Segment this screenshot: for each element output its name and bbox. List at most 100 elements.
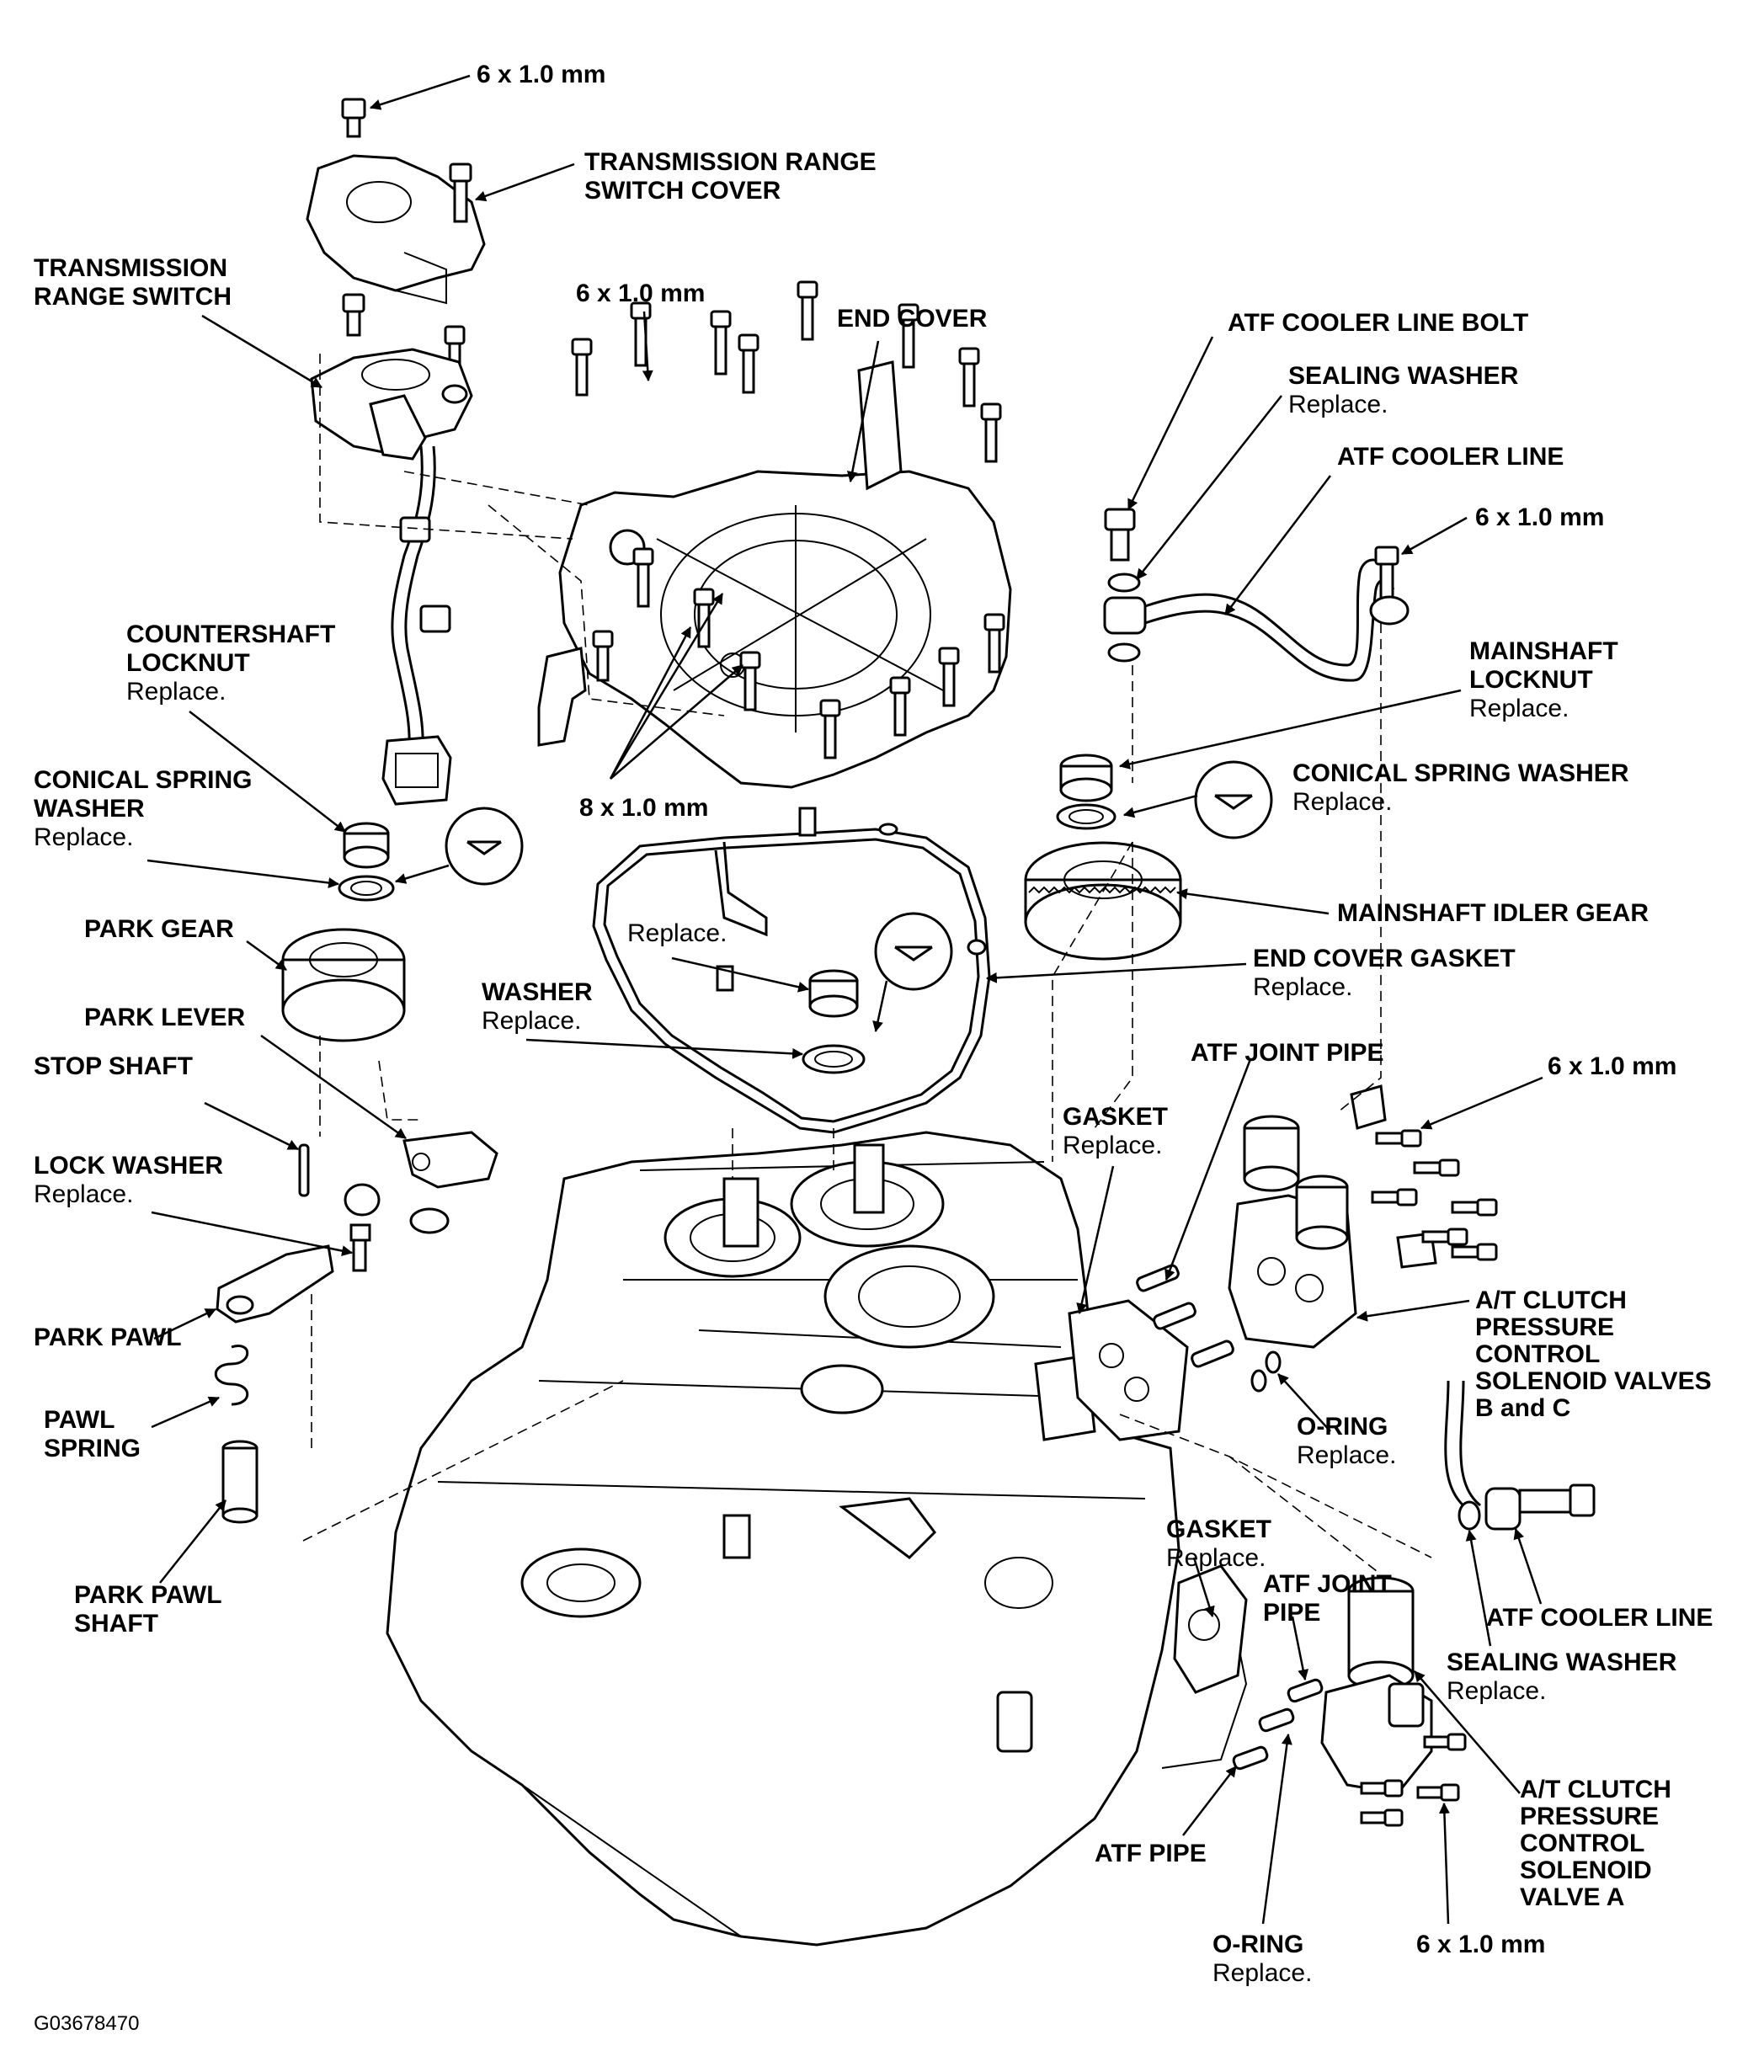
label-lock-washer-title: LOCK WASHER: [34, 1152, 223, 1180]
label-atf-pipe-title: ATF PIPE: [1095, 1840, 1207, 1867]
label-atf-cooler-line-bolt: ATF COOLER LINE BOLT: [1228, 309, 1528, 338]
label-end-cover-title: END COVER: [837, 305, 988, 333]
label-cooler-bolt: 6 x 1.0 mm: [1475, 503, 1604, 532]
label-trs-cover: TRANSMISSION RANGE SWITCH COVER: [584, 148, 877, 205]
label-atf-cooler-line-bottom-title: ATF COOLER LINE: [1486, 1604, 1713, 1632]
label-bolt-8x1: 8 x 1.0 mm: [579, 794, 708, 823]
label-park-pawl-shaft-title: PARK PAWL SHAFT: [74, 1581, 222, 1638]
label-atf-joint-pipe-bottom: ATF JOINT PIPE: [1263, 1570, 1392, 1627]
label-countershaft-locknut-title: COUNTERSHAFT LOCKNUT: [126, 621, 336, 677]
label-sealing-washer-bottom: SEALING WASHER Replace.: [1447, 1649, 1676, 1706]
label-park-lever-title: PARK LEVER: [84, 1004, 246, 1031]
label-o-ring-top-note: Replace.: [1297, 1441, 1397, 1469]
label-center-replace: Replace.: [627, 919, 727, 948]
label-o-ring-top: O-RING Replace.: [1297, 1413, 1396, 1470]
label-solenoid-bolt-top-title: 6 x 1.0 mm: [1548, 1052, 1677, 1080]
label-gasket-top: GASKET Replace.: [1063, 1103, 1168, 1160]
label-mainshaft-idler-gear-title: MAINSHAFT IDLER GEAR: [1337, 899, 1649, 927]
label-stop-shaft: STOP SHAFT: [34, 1052, 193, 1081]
alignment-lines: [302, 354, 1432, 1575]
atf-cooler-line-top: [1103, 508, 1410, 682]
label-atf-cooler-line-bolt-title: ATF COOLER LINE BOLT: [1228, 309, 1529, 337]
label-mainshaft-locknut: MAINSHAFT LOCKNUT Replace.: [1469, 637, 1618, 723]
label-sealing-washer-top-title: SEALING WASHER: [1288, 362, 1519, 390]
label-solenoid-bc-title: A/T CLUTCH PRESSURE CONTROL SOLENOID VAL…: [1475, 1286, 1712, 1422]
label-trs-cover-title: TRANSMISSION RANGE SWITCH COVER: [584, 148, 877, 205]
label-lock-washer: LOCK WASHER Replace.: [34, 1152, 223, 1209]
atf-cooler-line-bottom: [1444, 1380, 1596, 1531]
label-gasket-bottom-title: GASKET: [1166, 1515, 1272, 1543]
label-o-ring-top-title: O-RING: [1297, 1413, 1388, 1441]
label-washer-note: Replace.: [482, 1007, 582, 1035]
label-trs-title: TRANSMISSION RANGE SWITCH: [34, 254, 232, 311]
label-sealing-washer-bottom-note: Replace.: [1447, 1677, 1547, 1705]
solenoid-bc-bolts: [1371, 1129, 1498, 1261]
label-atf-cooler-line-bottom: ATF COOLER LINE: [1486, 1604, 1713, 1633]
label-conical-washer-left: CONICAL SPRING WASHER Replace.: [34, 766, 252, 852]
label-conical-washer-left-title: CONICAL SPRING WASHER: [34, 766, 253, 823]
label-park-gear: PARK GEAR: [84, 915, 234, 944]
label-park-pawl-title: PARK PAWL: [34, 1324, 182, 1351]
label-atf-pipe: ATF PIPE: [1095, 1840, 1207, 1868]
trs-assembly: [310, 348, 473, 806]
label-park-pawl-shaft: PARK PAWL SHAFT: [74, 1581, 222, 1638]
label-countershaft-locknut: COUNTERSHAFT LOCKNUT Replace.: [126, 621, 335, 706]
label-atf-cooler-line-top: ATF COOLER LINE: [1337, 443, 1564, 471]
label-park-gear-title: PARK GEAR: [84, 915, 234, 943]
label-cooler-bolt-title: 6 x 1.0 mm: [1475, 503, 1605, 531]
label-gasket-bottom-note: Replace.: [1166, 1544, 1266, 1572]
label-washer-title: WASHER: [482, 978, 593, 1006]
label-end-cover-bolt-title: 6 x 1.0 mm: [576, 280, 706, 307]
countershaft-parts: [281, 807, 524, 1042]
park-mechanism: [214, 1131, 498, 1524]
label-solenoid-bolt-bottom-title: 6 x 1.0 mm: [1416, 1931, 1546, 1958]
label-trs: TRANSMISSION RANGE SWITCH: [34, 254, 232, 312]
label-pawl-spring: PAWL SPRING: [44, 1406, 141, 1463]
label-mainshaft-idler-gear: MAINSHAFT IDLER GEAR: [1337, 899, 1649, 928]
center-washer: [802, 912, 953, 1074]
label-solenoid-bolt-bottom: 6 x 1.0 mm: [1416, 1931, 1545, 1959]
label-solenoid-a-title: A/T CLUTCH PRESSURE CONTROL SOLENOID VAL…: [1520, 1776, 1671, 1911]
label-conical-washer-right-title: CONICAL SPRING WASHER: [1292, 759, 1629, 787]
label-bolt-8x1-title: 8 x 1.0 mm: [579, 794, 709, 822]
label-o-ring-bottom: O-RING Replace.: [1212, 1931, 1312, 1988]
label-park-pawl: PARK PAWL: [34, 1324, 182, 1352]
label-sealing-washer-bottom-title: SEALING WASHER: [1447, 1649, 1677, 1676]
label-park-lever: PARK LEVER: [84, 1004, 245, 1032]
end-cover: [558, 360, 1012, 789]
label-conical-washer-right-note: Replace.: [1292, 788, 1393, 816]
label-solenoid-bolt-top: 6 x 1.0 mm: [1548, 1052, 1676, 1081]
label-atf-joint-pipe-bottom-title: ATF JOINT PIPE: [1263, 1570, 1392, 1627]
label-end-cover: END COVER: [837, 305, 987, 333]
label-mainshaft-locknut-note: Replace.: [1469, 695, 1569, 722]
label-mainshaft-locknut-title: MAINSHAFT LOCKNUT: [1469, 637, 1618, 694]
label-sealing-washer-top: SEALING WASHER Replace.: [1288, 362, 1518, 419]
label-gasket-top-title: GASKET: [1063, 1103, 1169, 1131]
label-pawl-spring-title: PAWL SPRING: [44, 1406, 141, 1462]
label-countershaft-locknut-note: Replace.: [126, 678, 226, 706]
label-end-cover-gasket-title: END COVER GASKET: [1253, 945, 1516, 972]
mainshaft-parts: [1024, 754, 1273, 961]
solenoid-bc-assembly: [1068, 1084, 1437, 1441]
leader-lines: [147, 74, 1543, 1925]
label-lock-washer-note: Replace.: [34, 1180, 134, 1208]
label-atf-joint-pipe-top-title: ATF JOINT PIPE: [1191, 1039, 1384, 1067]
label-atf-joint-pipe-top: ATF JOINT PIPE: [1191, 1039, 1383, 1068]
label-center-replace-note: Replace.: [627, 919, 727, 947]
label-gasket-bottom: GASKET Replace.: [1166, 1515, 1271, 1573]
label-sealing-washer-top-note: Replace.: [1288, 391, 1388, 418]
trs-cover-assembly: [306, 98, 486, 367]
label-solenoid-bc: A/T CLUTCH PRESSURE CONTROL SOLENOID VAL…: [1475, 1287, 1712, 1422]
label-solenoid-a: A/T CLUTCH PRESSURE CONTROL SOLENOID VAL…: [1520, 1776, 1671, 1911]
label-stop-shaft-title: STOP SHAFT: [34, 1052, 193, 1080]
end-cover-gasket: [592, 807, 991, 1134]
label-end-cover-gasket: END COVER GASKET Replace.: [1253, 945, 1516, 1002]
label-top-bolt: 6 x 1.0 mm: [477, 61, 605, 89]
solenoid-a-assembly: [1173, 1564, 1467, 1827]
label-washer: WASHER Replace.: [482, 978, 593, 1036]
label-conical-washer-left-note: Replace.: [34, 823, 134, 851]
label-end-cover-bolt: 6 x 1.0 mm: [576, 280, 705, 308]
transmission-case: [386, 1131, 1248, 1947]
